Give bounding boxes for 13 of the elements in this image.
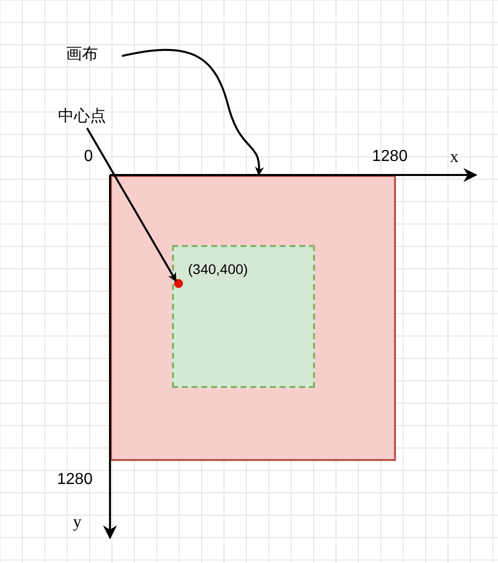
arrow [122, 48, 264, 176]
arrow [86, 128, 177, 282]
viewport-box [172, 245, 315, 388]
axis-label: y [73, 513, 82, 531]
axis-label: x [450, 148, 458, 166]
canvas-box [110, 175, 396, 461]
text-label: 画布 [66, 44, 98, 64]
tick-label: 0 [84, 148, 93, 166]
text-label: 中心点 [58, 106, 106, 126]
tick-label: 1280 [372, 148, 408, 166]
coordinate-label: (340,400) [188, 260, 248, 278]
tick-label: 1280 [57, 471, 93, 489]
center-dot [174, 279, 183, 288]
